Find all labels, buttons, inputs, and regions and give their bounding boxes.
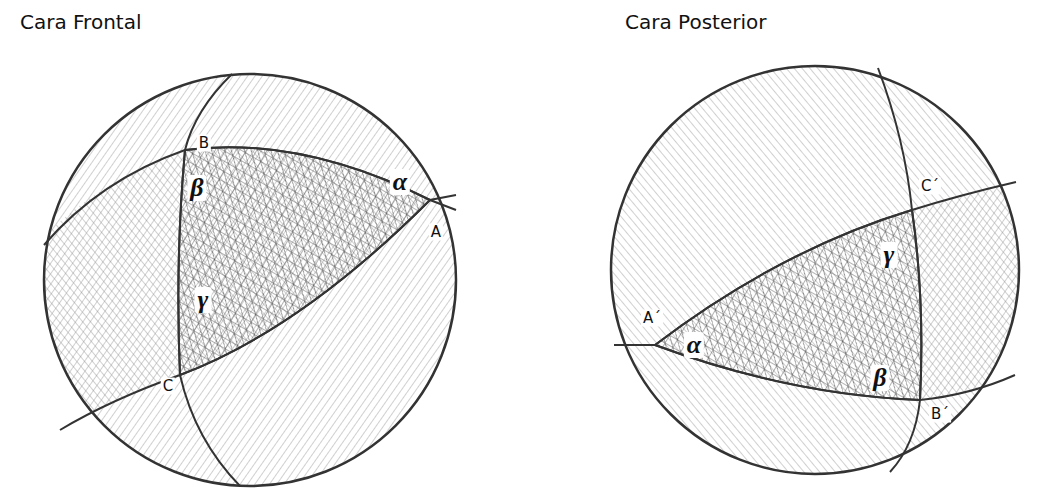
vertex-label: C´ <box>919 178 941 195</box>
sphere-outline <box>611 66 1019 474</box>
spherical-triangle <box>178 147 430 375</box>
face-heading: Cara Frontal <box>20 12 141 32</box>
vertex-label: A´ <box>641 310 663 327</box>
angle-label: γ <box>195 287 212 313</box>
vertex-label: B´ <box>929 406 951 423</box>
vertex-label: B <box>197 135 211 152</box>
angle-label: β <box>870 365 889 391</box>
spherical-triangle <box>655 210 921 400</box>
vertex-label: C <box>161 378 175 395</box>
back-sphere-shading <box>605 60 1025 480</box>
vertex-label: A <box>429 224 443 241</box>
angle-label: β <box>187 175 206 201</box>
angle-label: γ <box>881 242 898 268</box>
great-circles <box>614 68 1016 472</box>
sphere-outline <box>44 74 456 486</box>
angle-label: α <box>390 169 410 195</box>
front-sphere-shading <box>40 70 460 490</box>
angle-label: α <box>684 332 704 358</box>
great-circles <box>44 74 456 486</box>
face-heading: Cara Posterior <box>625 12 766 32</box>
